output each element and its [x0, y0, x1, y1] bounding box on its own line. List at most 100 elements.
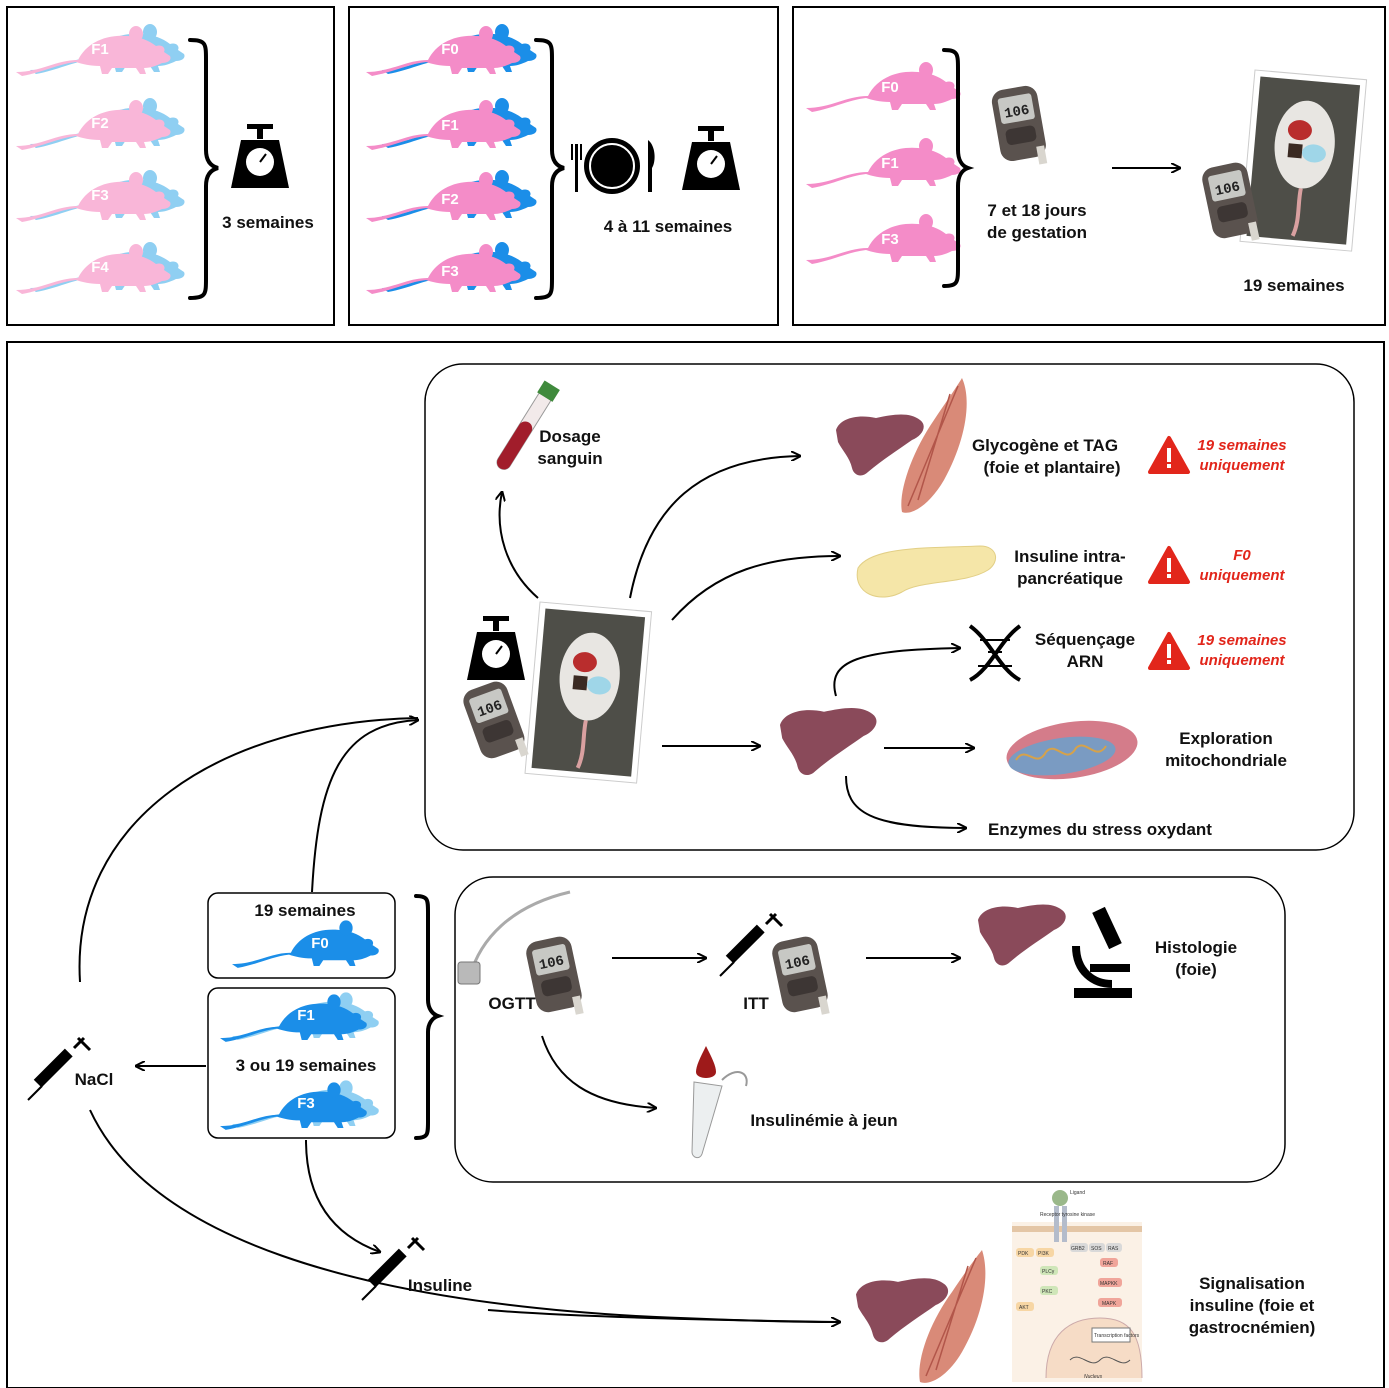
mitochondria-icon — [1006, 720, 1138, 780]
plate-icon — [584, 138, 640, 194]
nacl-label: NaCl — [75, 1070, 114, 1089]
arrow — [78, 717, 419, 983]
panel2-mice: F0 F1 F2 F3 — [366, 24, 537, 294]
signaling-label-2: insuline (foie et — [1190, 1296, 1315, 1315]
pathway-label-mapk: MAPK — [1102, 1301, 1117, 1307]
pathway-label-akt: AKT — [1019, 1305, 1029, 1311]
mouse-pair: F1 — [16, 24, 185, 76]
microscope-icon — [1072, 906, 1132, 998]
brace — [942, 48, 975, 288]
knife-icon — [648, 140, 655, 192]
mouse-pair: F3 — [366, 242, 537, 294]
pathway-label-nucleus: Nucleus — [1084, 1374, 1103, 1380]
mouse-tag: F3 — [881, 231, 899, 248]
arrow — [833, 648, 960, 697]
mouse-tag: F4 — [91, 259, 109, 276]
dissection-photo-icon — [1238, 68, 1369, 254]
mouse-pair: F2 — [16, 98, 185, 150]
blood-drop-icon — [696, 1046, 716, 1078]
mouse-pair: F3 — [16, 170, 185, 222]
group-a-box — [207, 892, 396, 979]
pathway-label-sos: SOS — [1091, 1246, 1102, 1252]
syringe-icon — [26, 1036, 92, 1102]
insulin-warning-1: F0 — [1233, 547, 1251, 564]
pathway-label-receptor: Receptor tyrosine kinase — [1040, 1212, 1095, 1218]
mouse-tag: F1 — [297, 1007, 315, 1024]
brace — [414, 894, 445, 1140]
histology-label-2: (foie) — [1175, 960, 1217, 979]
rna-warning-1: 19 semaines — [1197, 632, 1286, 649]
group-b-title: 3 ou 19 semaines — [236, 1056, 377, 1075]
mouse-tag: F3 — [441, 263, 459, 280]
arrow — [671, 556, 840, 621]
main-protocol-frame — [6, 341, 1385, 1388]
fork-icon — [571, 144, 582, 192]
arrow — [541, 1035, 656, 1108]
arrow — [845, 775, 966, 828]
panel-diet-frame — [348, 6, 779, 326]
mouse-pair: F1 — [220, 992, 379, 1042]
insulin-injection-label: Insuline — [408, 1276, 472, 1295]
muscle-icon — [901, 378, 967, 513]
insulin-warning-2: uniquement — [1200, 567, 1286, 584]
warning-icon — [1148, 632, 1190, 670]
signaling-label-1: Signalisation — [1199, 1274, 1305, 1293]
pathway-label-pkc: PKC — [1042, 1289, 1053, 1295]
blood-label-2: sanguin — [537, 449, 602, 468]
sacrifice-box — [424, 363, 1355, 851]
mouse-pair: F4 — [16, 242, 185, 294]
ligand-shape — [1052, 1190, 1068, 1206]
pancreas-icon — [856, 545, 996, 598]
mito-label-2: mitochondriale — [1165, 751, 1287, 770]
warning-icon — [1148, 436, 1190, 474]
panel-gestation-frame — [792, 6, 1386, 326]
scale-icon — [681, 125, 741, 191]
mouse-single: F0 — [232, 920, 379, 968]
insulin-label-1: Insuline intra- — [1014, 547, 1125, 566]
mouse-tag: F1 — [91, 41, 109, 58]
panel-weaning-frame — [6, 6, 335, 326]
end-label: 19 semaines — [1243, 276, 1344, 295]
rna-warning-2: uniquement — [1200, 652, 1286, 669]
pathway-label-ras: RAS — [1108, 1246, 1119, 1252]
dissection-photo-icon — [523, 600, 654, 786]
blood-tube-icon — [496, 380, 560, 470]
panel1-mice: F1 F2 F3 F4 — [16, 24, 185, 294]
rna-label-1: Séquençage — [1035, 630, 1135, 649]
pathway-label-mapkk: MAPKK — [1100, 1281, 1118, 1287]
glyco-label-1: Glycogène et TAG — [972, 436, 1118, 455]
enzymes-label: Enzymes du stress oxydant — [988, 820, 1212, 839]
group-b-box — [207, 987, 396, 1139]
pathway-label-raf: RAF — [1103, 1261, 1113, 1267]
pathway-label-pi3k: PI3K — [1038, 1251, 1050, 1257]
insulin-pathway-figure: Ligand Receptor tyrosine kinase PDK PI3K… — [1012, 1190, 1143, 1382]
dna-icon — [968, 624, 1022, 682]
glyco-warning-2: uniquement — [1200, 457, 1286, 474]
eppendorf-tube-icon — [691, 1071, 748, 1159]
insulin-label-2: pancréatique — [1017, 569, 1123, 588]
pathway-label-plcg: PLCγ — [1042, 1269, 1055, 1275]
panel3-mice: F0 F1 F3 — [806, 62, 961, 264]
arrow — [500, 492, 539, 599]
arrow — [487, 1309, 839, 1323]
glyco-warning-1: 19 semaines — [1197, 437, 1286, 454]
glucometer-icon — [460, 678, 531, 770]
glucometer-icon — [990, 84, 1050, 171]
panel2-caption: 4 à 11 semaines — [604, 217, 733, 236]
glucometer-icon — [770, 934, 832, 1023]
mouse-tag: F2 — [441, 191, 459, 208]
pathway-label-ligand: Ligand — [1070, 1190, 1085, 1196]
mouse-single: F1 — [806, 138, 961, 188]
mouse-tag: F0 — [881, 79, 899, 96]
mouse-tag: F0 — [441, 41, 459, 58]
pathway-label-grb2: GRB2 — [1071, 1246, 1085, 1252]
gestation-line-2: de gestation — [987, 223, 1087, 242]
histology-label-1: Histologie — [1155, 938, 1237, 957]
mouse-pair: F3 — [220, 1080, 379, 1130]
pathway-label-pdk: PDK — [1018, 1251, 1029, 1257]
brace — [188, 38, 219, 300]
liver-icon — [978, 904, 1066, 966]
mouse-pair: F0 — [366, 24, 537, 76]
signaling-label-3: gastrocnémien) — [1189, 1318, 1316, 1337]
mouse-pair: F1 — [366, 98, 537, 150]
